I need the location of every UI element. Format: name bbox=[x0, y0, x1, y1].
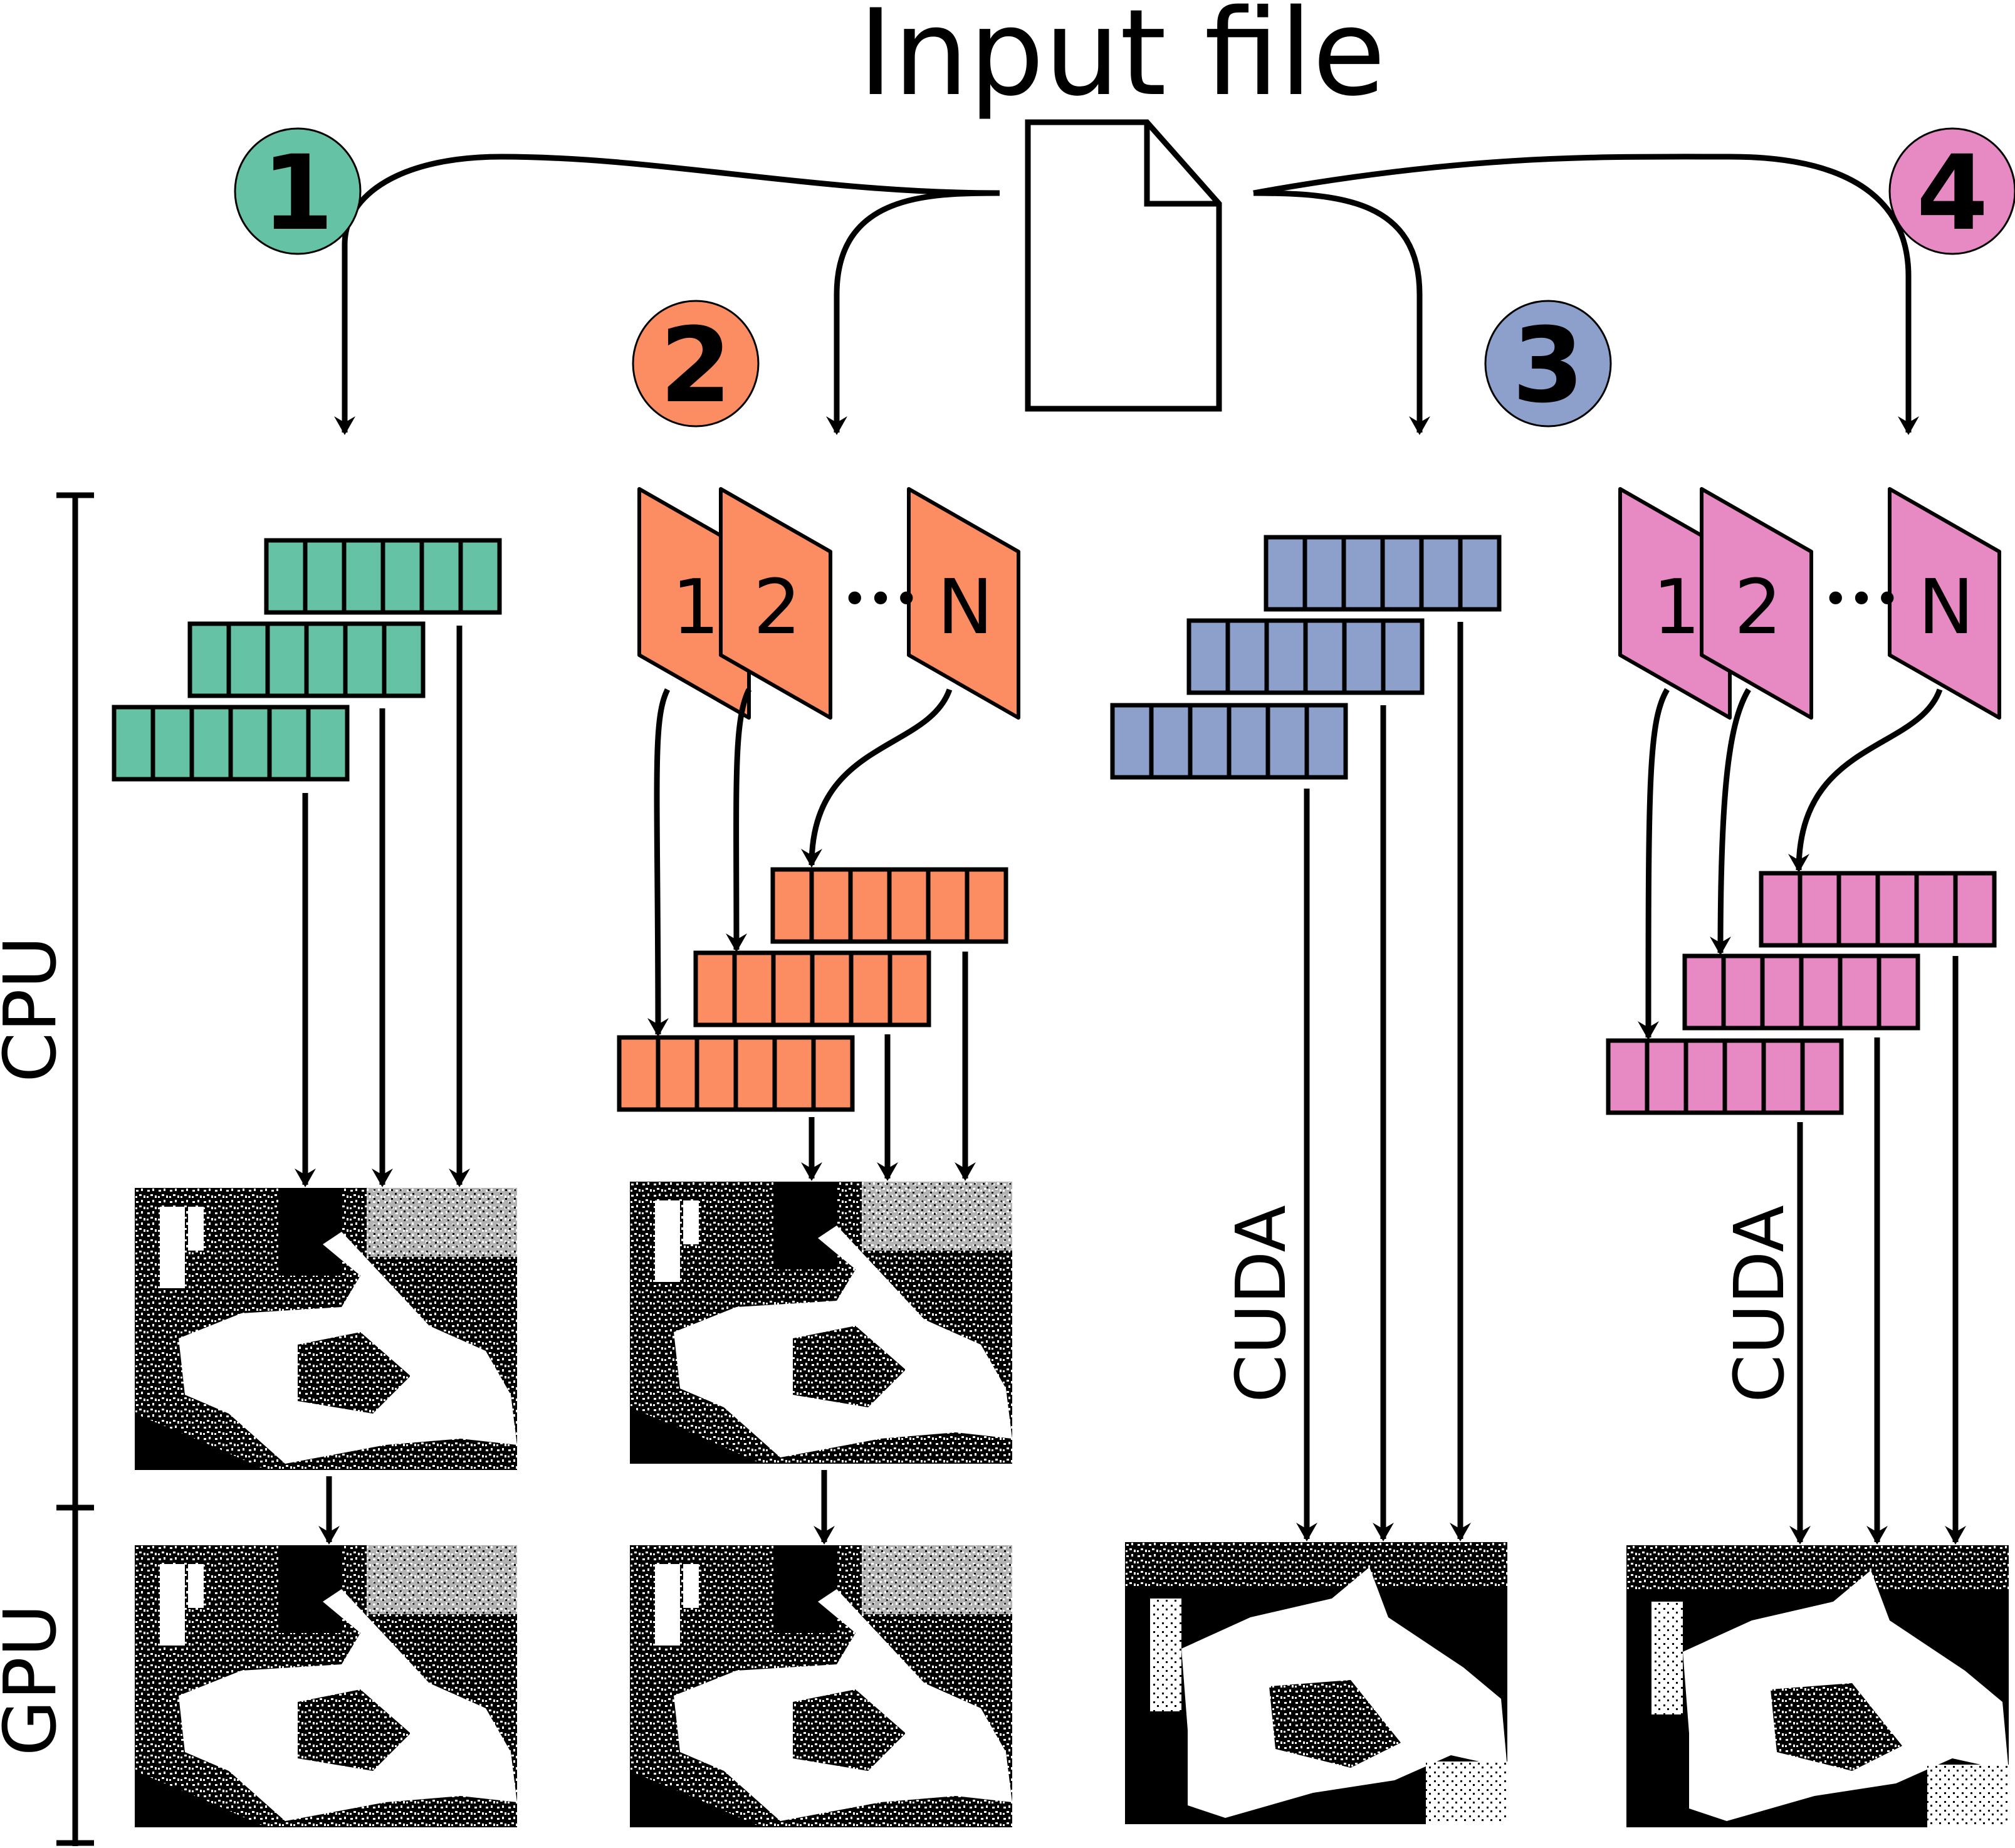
buffer-method-1-b bbox=[187, 621, 426, 698]
arrow-m4-chunk2 bbox=[1710, 688, 1751, 955]
method-badge-2: 2 bbox=[632, 300, 760, 428]
chunk-label: N bbox=[937, 564, 993, 651]
method-badge-3: 3 bbox=[1484, 300, 1612, 428]
buffer-method-4-b bbox=[1682, 953, 1920, 1031]
method-badge-4: 4 bbox=[1888, 127, 2015, 255]
buffer-method-3-b bbox=[1186, 618, 1425, 695]
cuda-label-method-4: CUDA bbox=[1719, 1205, 1799, 1402]
chunk-method-4-2: N bbox=[1888, 487, 2001, 720]
arrow-m2-chunkN bbox=[801, 688, 953, 868]
image-method-3-gpu bbox=[1125, 1542, 1507, 1824]
cpu-label: CPU bbox=[0, 936, 73, 1083]
method-number-3: 3 bbox=[1512, 305, 1584, 426]
image-method-1-gpu bbox=[135, 1545, 517, 1827]
buffer-method-4-c bbox=[1606, 1038, 1844, 1115]
cuda-label-method-3: CUDA bbox=[1221, 1205, 1301, 1402]
chunk-label: 2 bbox=[753, 564, 801, 651]
method-number-1: 1 bbox=[262, 133, 334, 253]
buffer-method-3-c bbox=[1110, 703, 1348, 780]
chunk-method-4-1: 2 bbox=[1700, 487, 1813, 720]
buffer-method-4-a bbox=[1759, 871, 1997, 948]
chunk-method-2-2: N bbox=[907, 487, 1020, 720]
image-method-4-gpu bbox=[1626, 1545, 2009, 1827]
cpu-gpu-axis bbox=[56, 492, 94, 1846]
ellipsis: ••• bbox=[842, 574, 919, 625]
method-number-4: 4 bbox=[1917, 133, 1989, 253]
gpu-label: GPU bbox=[0, 1604, 73, 1756]
image-method-1-cpu bbox=[135, 1188, 517, 1470]
arrow-m2-chunk1 bbox=[647, 688, 671, 1037]
chunk-label: 1 bbox=[1653, 564, 1700, 651]
buffer-method-2-c bbox=[617, 1035, 855, 1112]
image-method-2-cpu bbox=[630, 1182, 1012, 1464]
method-number-2: 2 bbox=[660, 305, 732, 426]
file-to-methods-arrows bbox=[334, 154, 1919, 435]
arrow-m2-chunk2 bbox=[725, 688, 752, 952]
document-icon bbox=[1025, 119, 1222, 412]
arrow-to-method-2 bbox=[826, 190, 1000, 435]
arrow-to-method-3 bbox=[1253, 190, 1430, 435]
title: Input file bbox=[858, 0, 1386, 122]
image-method-2-gpu bbox=[630, 1545, 1012, 1827]
chunk-method-2-1: 2 bbox=[719, 487, 832, 720]
arrow-m4-chunkN bbox=[1788, 688, 1943, 873]
buffer-method-2-b bbox=[693, 950, 931, 1027]
method-badge-1: 1 bbox=[234, 127, 362, 255]
arrow-m4-chunk1 bbox=[1638, 688, 1670, 1040]
buffer-method-1-a bbox=[264, 538, 502, 615]
arrow-to-method-1 bbox=[334, 154, 1000, 435]
chunk-label: 2 bbox=[1734, 564, 1782, 651]
ellipsis: ••• bbox=[1823, 574, 1900, 625]
buffer-method-1-c bbox=[112, 705, 350, 782]
arrow-to-method-4 bbox=[1253, 154, 1919, 435]
chunk-label: 1 bbox=[672, 564, 720, 651]
buffer-method-3-a bbox=[1264, 535, 1502, 612]
buffer-method-2-a bbox=[770, 867, 1008, 944]
chunk-label: N bbox=[1918, 564, 1974, 651]
